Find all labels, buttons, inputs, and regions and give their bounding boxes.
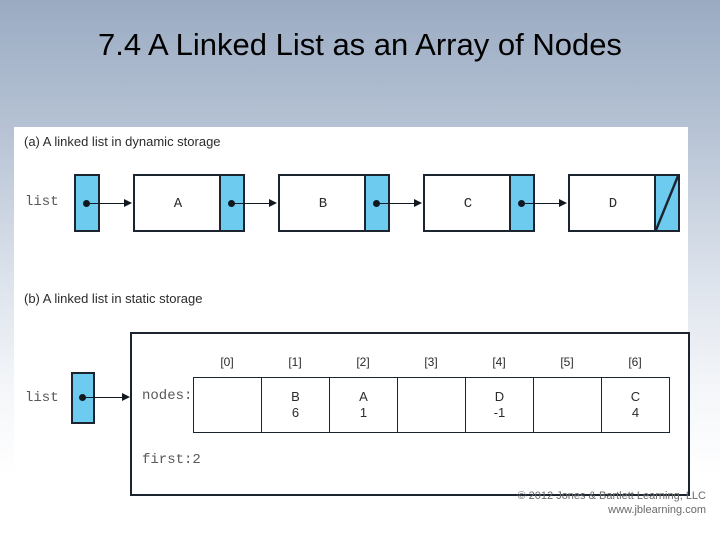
copyright-line: © 2012 Jones & Bartlett Learning, LLC <box>517 490 707 502</box>
figure-caption-a: (a) A linked list in dynamic storage <box>24 134 221 149</box>
array-index-label-2: [2] <box>356 355 370 369</box>
node-arrow-line-1 <box>379 202 415 205</box>
list-head-arrow-head-static <box>122 393 130 401</box>
array-index-label-1: [1] <box>288 355 302 369</box>
copyright-footer: © 2012 Jones & Bartlett Learning, LLC ww… <box>518 489 707 517</box>
node-arrow-line-2 <box>524 202 560 205</box>
node-value-3: D <box>608 196 618 212</box>
node-pointer-dot-0 <box>228 200 235 207</box>
page-title: 7.4 A Linked List as an Array of Nodes <box>98 27 622 62</box>
node-arrow-head-1 <box>414 199 422 207</box>
array-cell-4 <box>465 377 534 433</box>
array-index-label-3: [3] <box>424 355 438 369</box>
node-arrow-head-0 <box>269 199 277 207</box>
array-index-label-6: [6] <box>628 355 642 369</box>
null-pointer-slash-icon <box>654 174 680 232</box>
array-cell-6 <box>601 377 670 433</box>
node-pointer-dot-2 <box>518 200 525 207</box>
nodes-label: nodes: <box>142 388 193 404</box>
array-index-label-0: [0] <box>220 355 234 369</box>
node-arrow-line-0 <box>234 202 270 205</box>
list-head-arrow-line-dynamic <box>89 202 125 205</box>
array-cell-3 <box>397 377 466 433</box>
array-index-label-5: [5] <box>560 355 574 369</box>
array-cell-1 <box>261 377 330 433</box>
node-value-2: C <box>463 196 473 212</box>
list-label-static: list <box>25 390 59 406</box>
list-head-pointer-dot-dynamic <box>83 200 90 207</box>
list-head-pointer-dot-static <box>79 394 86 401</box>
list-head-arrow-line-static <box>85 396 123 399</box>
figure-caption-b: (b) A linked list in static storage <box>24 291 203 306</box>
node-value-1: B <box>318 196 328 212</box>
first-label: first:2 <box>142 452 201 468</box>
array-cell-2 <box>329 377 398 433</box>
array-cell-0 <box>193 377 262 433</box>
array-cell-5 <box>533 377 602 433</box>
list-head-arrow-head-dynamic <box>124 199 132 207</box>
array-index-label-4: [4] <box>492 355 506 369</box>
node-pointer-dot-1 <box>373 200 380 207</box>
node-arrow-head-2 <box>559 199 567 207</box>
node-value-0: A <box>173 196 183 212</box>
website-line: www.jblearning.com <box>608 504 706 516</box>
list-label-dynamic: list <box>25 194 59 210</box>
